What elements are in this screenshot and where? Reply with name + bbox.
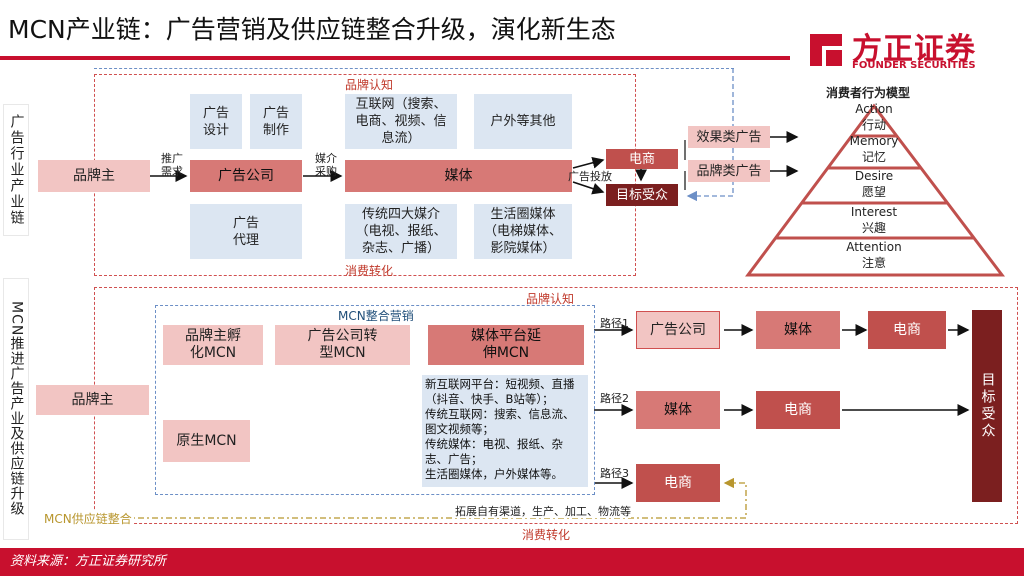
bottom-target-audience-box: 目标受众 (972, 310, 1002, 502)
pyramid-level-memory: Memory 记忆 (824, 134, 924, 165)
logo-text: 方正证券 (852, 32, 976, 67)
top-brand-awareness-label: 品牌认知 (345, 78, 394, 92)
native-mcn-box: 原生MCN (163, 420, 250, 462)
internet-box: 互联网（搜索、电商、视频、信息流） (345, 94, 457, 149)
desire-en: Desire (854, 169, 894, 183)
pyramid-level-attention: Attention 注意 (824, 240, 924, 271)
top-ecommerce-box: 电商 (606, 149, 678, 169)
traditional-media-box: 传统四大媒介（电视、报纸、杂志、广播） (345, 204, 457, 259)
extended-mcn-box: 媒体平台延伸MCN (428, 325, 584, 365)
path1-label: 路径1 (600, 317, 629, 330)
top-target-audience-box: 目标受众 (606, 184, 678, 206)
bottom-brand-owner-box: 品牌主 (36, 385, 149, 415)
top-section-label-text: 广告行业产业链 (8, 114, 25, 226)
media-box: 媒体 (345, 160, 572, 192)
media-purchase-label: 媒介采购 (315, 152, 337, 178)
bottom-brand-awareness-label: 品牌认知 (526, 292, 575, 306)
action-cn: 行动 (861, 118, 886, 132)
ad-company-box: 广告公司 (190, 160, 302, 192)
logo-subtext: FOUNDER SECURITIES (852, 60, 976, 71)
bottom-section-label-text: MCN推进广告产业及供应链升级 (8, 301, 25, 517)
brand-ad-box: 品牌类广告 (688, 160, 770, 182)
supply-chain-label: MCN供应链整合 (42, 510, 134, 527)
interest-cn: 兴趣 (861, 221, 886, 235)
bottom-section-label: MCN推进广告产业及供应链升级 (3, 278, 29, 540)
path1-media-box: 媒体 (756, 311, 840, 349)
desire-cn: 愿望 (861, 185, 886, 199)
attention-en: Attention (846, 240, 902, 254)
top-section-label: 广告行业产业链 (3, 104, 29, 236)
pyramid-title: 消费者行为模型 (826, 86, 911, 100)
bottom-consumption-label: 消费转化 (522, 528, 571, 542)
desc-line-traditional-media: 传统媒体：电视、报纸、杂志、广告； (425, 437, 563, 466)
top-blue-frame (94, 68, 734, 69)
interest-en: Interest (850, 205, 898, 219)
title-rule (0, 56, 790, 60)
source-footer: 资料来源：方正证券研究所 (0, 548, 1024, 576)
pyramid-level-action: Action 行动 (824, 102, 924, 133)
bottom-target-audience-text: 目标受众 (979, 372, 996, 440)
page-title: MCN产业链：广告营销及供应链整合升级，演化新生态 (8, 15, 616, 44)
path1-ecommerce-box: 电商 (868, 311, 946, 349)
desc-line-traditional-internet: 传统互联网：搜索、信息流、图文视频等； (425, 407, 575, 436)
desc-line-life-circle: 生活圈媒体，户外媒体等。 (425, 467, 563, 481)
effect-ad-box: 效果类广告 (688, 126, 770, 148)
path2-label: 路径2 (600, 392, 629, 405)
action-en: Action (855, 102, 893, 116)
memory-cn: 记忆 (861, 150, 886, 164)
media-platform-description: 新互联网平台：短视频、直播（抖音、快手、B站等）； 传统互联网：搜索、信息流、图… (422, 375, 588, 487)
ad-design-box: 广告设计 (190, 94, 242, 149)
promo-demand-label: 推广需求 (161, 152, 183, 178)
memory-en: Memory (849, 134, 899, 148)
life-circle-media-box: 生活圈媒体（电梯媒体、影院媒体） (474, 204, 572, 259)
outdoor-box: 户外等其他 (474, 94, 572, 149)
mcn-integration-frame (155, 305, 595, 495)
mcn-integration-label: MCN整合营销 (338, 309, 414, 323)
pyramid-level-desire: Desire 愿望 (824, 169, 924, 200)
transformed-mcn-box: 广告公司转型MCN (275, 325, 410, 365)
ad-agency-box: 广告代理 (190, 204, 302, 259)
attention-cn: 注意 (861, 256, 886, 270)
pyramid-level-interest: Interest 兴趣 (824, 205, 924, 236)
path1-ad-company-box: 广告公司 (636, 311, 720, 349)
brand-owner-box: 品牌主 (38, 160, 150, 192)
path3-ecommerce-box: 电商 (636, 464, 720, 502)
path2-media-box: 媒体 (636, 391, 720, 429)
path2-ecommerce-box: 电商 (756, 391, 840, 429)
top-consumption-label: 消费转化 (345, 264, 394, 278)
desc-line-new-internet: 新互联网平台：短视频、直播（抖音、快手、B站等）； (425, 377, 575, 406)
incubated-mcn-box: 品牌主孵化MCN (163, 325, 263, 365)
path3-label: 路径3 (600, 467, 629, 480)
ad-production-box: 广告制作 (250, 94, 302, 149)
founder-logo-icon (810, 34, 842, 66)
ad-placement-label: 广告投放 (568, 170, 612, 183)
channels-label: 拓展自有渠道，生产、加工、物流等 (455, 505, 631, 518)
